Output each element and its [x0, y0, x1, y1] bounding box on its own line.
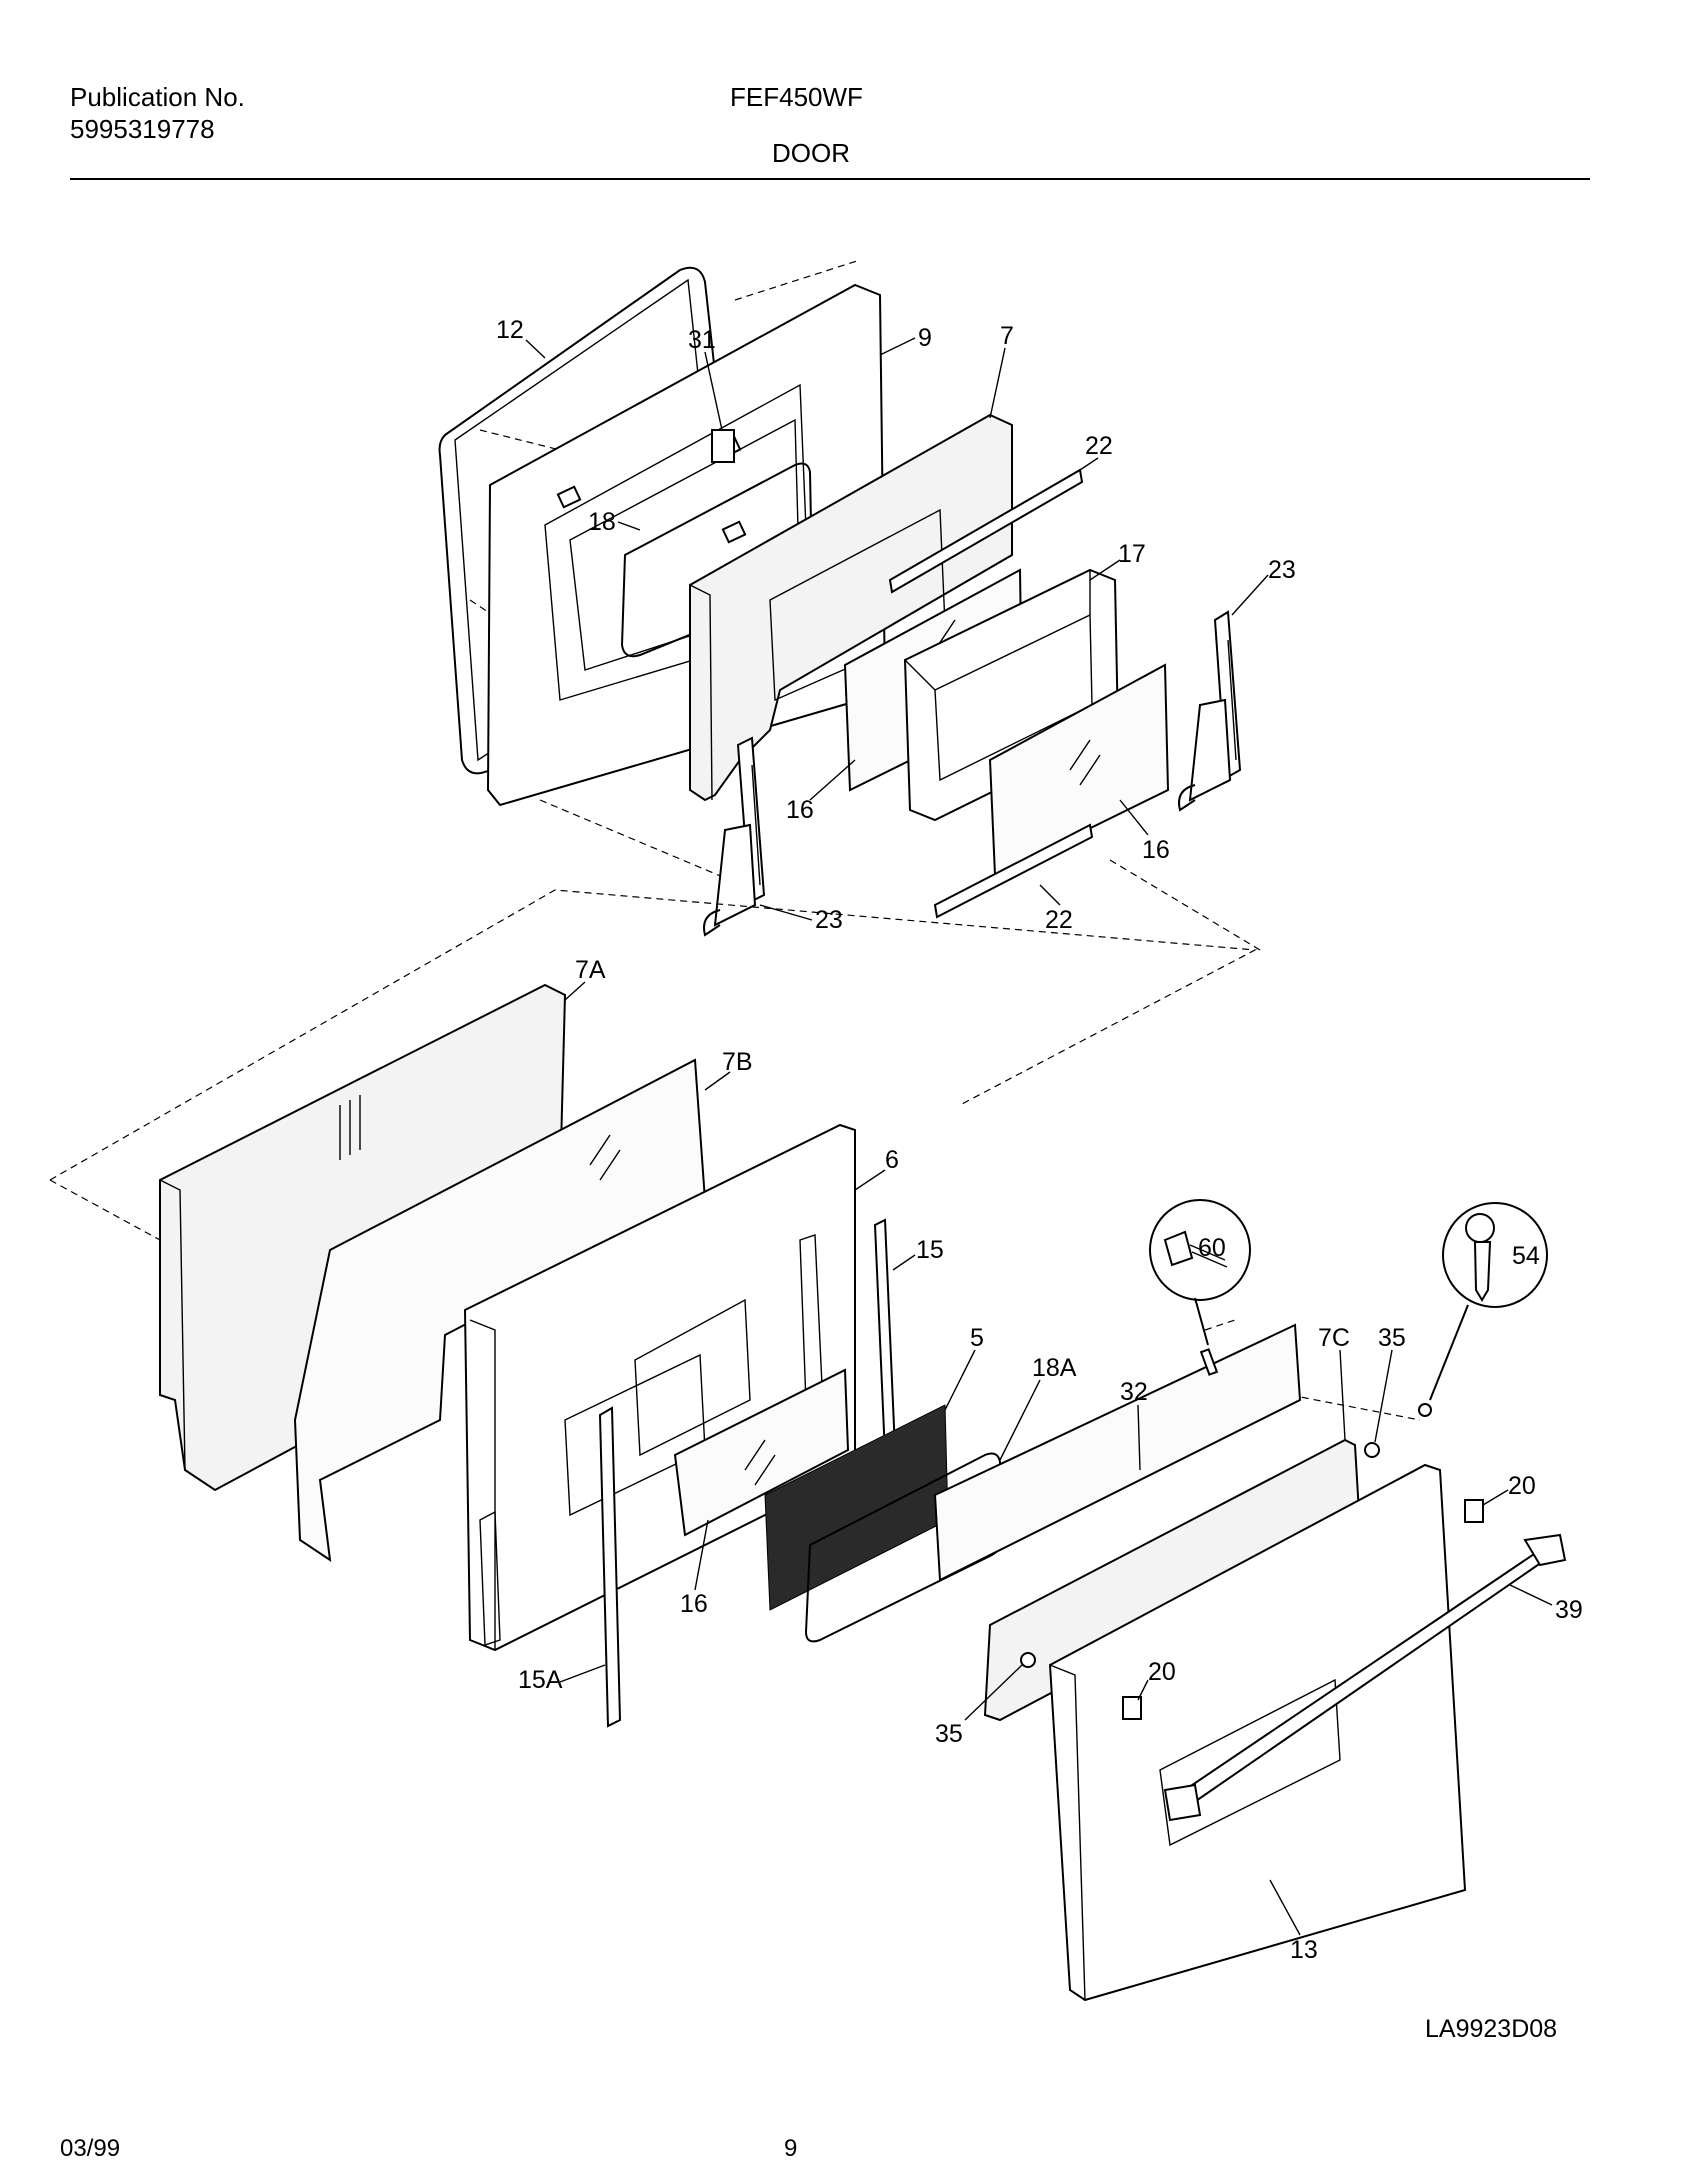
screw-60-detail [1149, 1199, 1251, 1376]
callout-5: 5 [970, 1324, 984, 1352]
callouts: 12 31 9 7 22 18 17 23 16 16 23 22 7A 7B … [496, 316, 1583, 1964]
door-insulation [689, 413, 1013, 802]
door-channel-top [888, 468, 1084, 594]
spacer-35-top [1364, 1442, 1380, 1458]
model-number: FEF450WF [730, 82, 863, 112]
callout-35-bottom: 35 [935, 1720, 963, 1748]
leader-32 [1137, 1404, 1141, 1471]
side-channel-15A [598, 1406, 622, 1728]
callout-7A: 7A [575, 956, 606, 984]
callout-15A: 15A [518, 1666, 563, 1694]
publication-label: Publication No. [70, 82, 245, 112]
leader-20-right [1482, 1489, 1509, 1506]
handle-end-cap-right [1464, 1499, 1484, 1523]
footer-date: 03/99 [60, 2135, 121, 2162]
leader-7 [989, 347, 1006, 419]
door-insulation-7B [293, 1058, 707, 1563]
leader-22-bottom [1039, 884, 1061, 906]
callout-32: 32 [1120, 1378, 1148, 1406]
section-title: DOOR [772, 138, 850, 168]
leader-35-top [1374, 1349, 1393, 1443]
callout-7: 7 [1000, 322, 1014, 350]
leader-9 [879, 337, 916, 356]
leader-18 [617, 521, 641, 531]
leader-13 [1269, 1879, 1301, 1936]
drawing-code: LA9923D08 [1425, 2015, 1558, 2043]
spacer-35-bottom [1020, 1652, 1036, 1668]
leader-7C [1339, 1349, 1346, 1441]
callout-60: 60 [1198, 1234, 1226, 1262]
door-channel-bottom [933, 823, 1094, 919]
footer-page-number: 9 [784, 2135, 798, 2162]
leader-35-bottom [964, 1664, 1023, 1721]
window-glass-lower [673, 1368, 850, 1537]
callout-16-right: 16 [1142, 836, 1170, 864]
side-channel-15 [873, 1218, 897, 1457]
leader-17 [1089, 559, 1121, 581]
callout-35-top: 35 [1378, 1324, 1406, 1352]
callout-22-top: 22 [1085, 432, 1113, 460]
hinge-bracket [711, 429, 735, 463]
callout-9: 9 [918, 324, 932, 352]
outer-door-panel [1048, 1463, 1467, 2002]
leader-7A [564, 981, 586, 1001]
publication-number: 5995319778 [70, 114, 215, 144]
leader-16-right [1119, 799, 1149, 836]
leader-23-left [759, 904, 813, 921]
leader-20-door [1137, 1679, 1149, 1701]
leader-16-left [809, 759, 856, 801]
header-rule [70, 178, 1590, 180]
callout-17: 17 [1118, 540, 1146, 568]
leader-31 [704, 351, 723, 431]
callout-20-door: 20 [1148, 1658, 1176, 1686]
callout-31: 31 [688, 326, 716, 354]
leader-18A [999, 1379, 1041, 1461]
callout-13: 13 [1290, 1936, 1318, 1964]
callout-39: 39 [1555, 1596, 1583, 1624]
leader-16-bottom [694, 1519, 709, 1591]
handle-end-cap-door [1122, 1696, 1142, 1720]
callout-15: 15 [916, 1236, 944, 1264]
leader-7B [704, 1071, 731, 1091]
upper-alignment-lines [469, 259, 1261, 951]
callout-12: 12 [496, 316, 524, 344]
leader-39 [1509, 1584, 1553, 1606]
leader-22-top [1079, 457, 1099, 471]
callout-16-bottom: 16 [680, 1590, 708, 1618]
callout-7B: 7B [722, 1048, 753, 1076]
window-glass-right [988, 663, 1170, 877]
leader-23-right [1231, 574, 1269, 616]
outer-panel-32 [933, 1323, 1302, 1582]
leader-12 [525, 339, 546, 359]
screw-54-detail [1418, 1202, 1548, 1417]
callout-20-right: 20 [1508, 1472, 1536, 1500]
callout-23-left: 23 [815, 906, 843, 934]
hinge-right [1178, 610, 1242, 812]
leader-15A [559, 1664, 606, 1683]
callout-16-left: 16 [786, 796, 814, 824]
callout-6: 6 [885, 1146, 899, 1174]
callout-23-right: 23 [1268, 556, 1296, 584]
hinge-left [703, 736, 766, 937]
callout-18: 18 [588, 508, 616, 536]
leader-6 [854, 1169, 886, 1191]
leader-5 [944, 1349, 976, 1411]
callout-22-bottom: 22 [1045, 906, 1073, 934]
callout-54: 54 [1512, 1242, 1540, 1270]
middle-alignment-lines [49, 889, 1421, 1421]
leader-15 [892, 1254, 916, 1271]
callout-7C: 7C [1318, 1324, 1350, 1352]
callout-18A: 18A [1032, 1354, 1077, 1382]
